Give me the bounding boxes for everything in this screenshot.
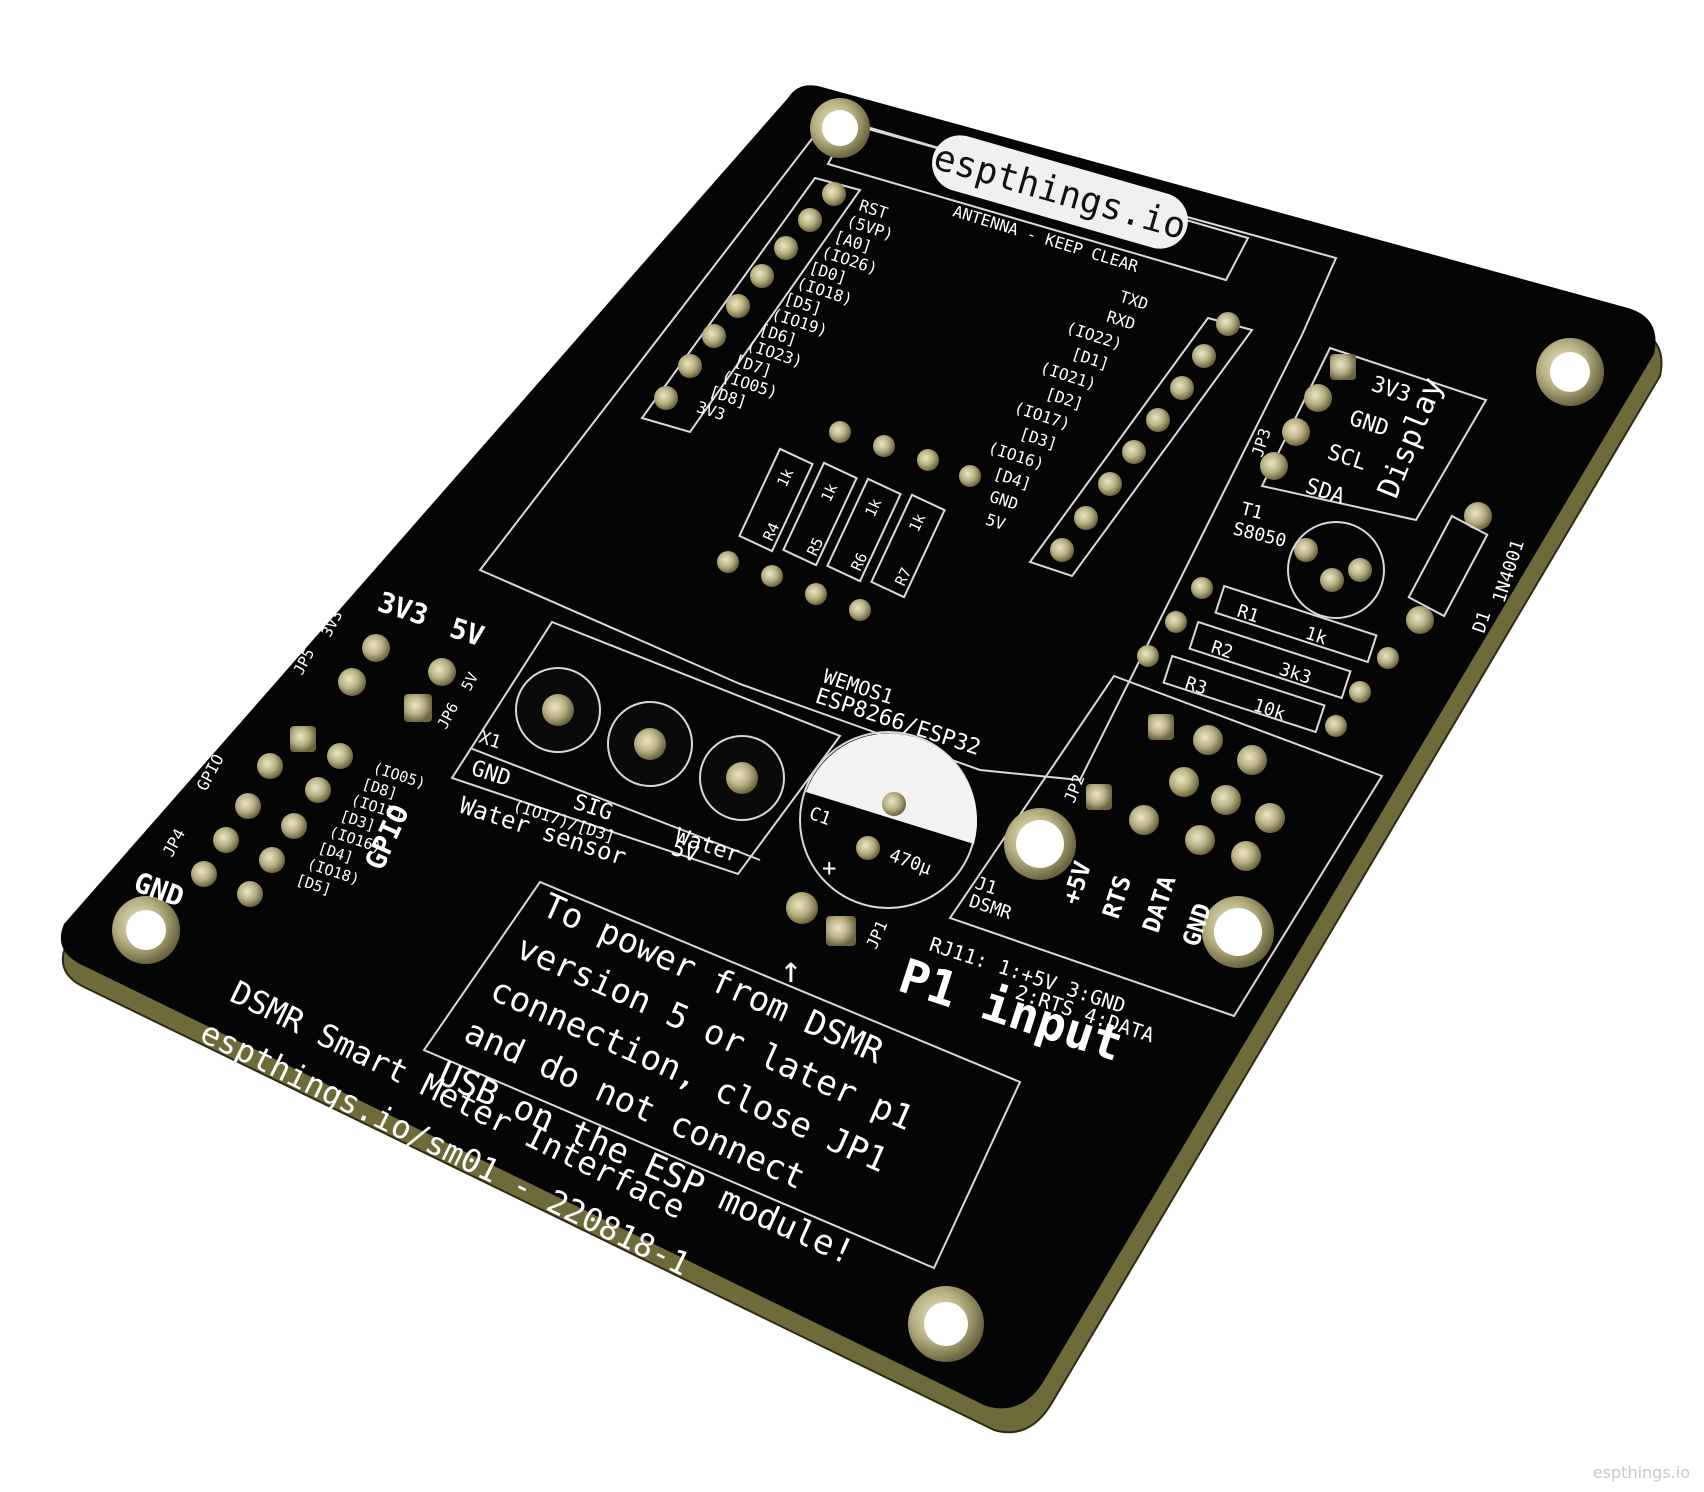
jp1-arrow: ↑ bbox=[780, 950, 802, 991]
pads bbox=[191, 182, 1492, 946]
center-resistor-ref: R4 bbox=[759, 520, 783, 544]
terminal-box bbox=[450, 620, 842, 876]
wemos-outline bbox=[478, 116, 1338, 782]
center-resistor-ref: R7 bbox=[891, 565, 915, 589]
left-header-labels: RST(5VP)[A0](IO26)[D0](IO18)[D5](IO19)[D… bbox=[694, 196, 896, 425]
resistor-bodies bbox=[738, 447, 1489, 734]
terminal-screws bbox=[515, 667, 785, 821]
right-header-labels: TXDRXD(IO22)[D1](IO21)[D2](IO17)[D3](IO1… bbox=[983, 287, 1150, 534]
warning-box bbox=[422, 880, 1022, 1270]
gpio-labels: (IO05)[D8](IO17)[D3](IO16)[D4](IO18)[D5] bbox=[294, 759, 428, 899]
left-header-outline bbox=[640, 176, 862, 434]
center-resistor-value: 1k bbox=[773, 466, 797, 490]
mounting-holes bbox=[112, 98, 1604, 1362]
center-resistor-value: 1k bbox=[817, 481, 841, 505]
center-resistor-value: 1k bbox=[861, 496, 885, 520]
center-resistor-ref: R5 bbox=[803, 535, 827, 559]
center-resistor-ref: R6 bbox=[847, 550, 871, 574]
transistor-ref: T1 bbox=[1239, 498, 1265, 524]
center-resistor-value: 1k bbox=[905, 511, 929, 535]
capacitor-polarity: + bbox=[822, 854, 836, 882]
capacitor-fill bbox=[806, 733, 977, 844]
watermark: espthings.io bbox=[1592, 1463, 1690, 1482]
